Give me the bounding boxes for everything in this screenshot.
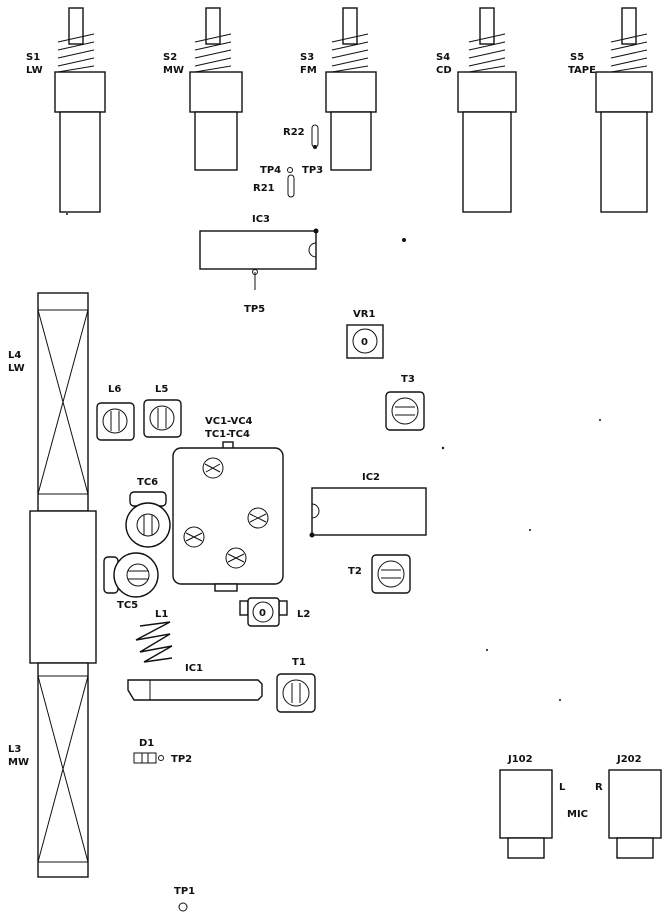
ic-ic2: IC2	[309, 472, 427, 538]
switch-s4: S4 CD	[436, 7, 517, 213]
vr1-mark: 0	[361, 337, 368, 348]
r21-label: R21	[253, 183, 275, 194]
coil-l1: L1	[135, 609, 173, 663]
t2-label: T2	[348, 566, 362, 577]
switch-s4-id: S4	[436, 52, 450, 63]
l1-label: L1	[155, 609, 168, 620]
vc-label: VC1-VC4	[205, 416, 253, 427]
switch-s5: S5 TAPE	[568, 7, 653, 213]
switch-s1-band: LW	[26, 65, 43, 76]
switch-s5-id: S5	[570, 52, 584, 63]
resistor-r21: R21	[253, 174, 295, 198]
switch-s1-id: S1	[26, 52, 40, 63]
l5-label: L5	[155, 384, 168, 395]
l4-label: L4	[8, 350, 21, 361]
j202-label: J202	[616, 754, 642, 765]
switch-s2-id: S2	[163, 52, 177, 63]
resistor-r22: R22	[283, 124, 319, 149]
switch-s2: S2 MW	[163, 7, 243, 171]
l3-label: L3	[8, 744, 21, 755]
tp3-label: TP3	[302, 165, 323, 176]
switch-s4-band: CD	[436, 65, 452, 76]
transformer-t3: T3	[385, 374, 425, 431]
tp1-label: TP1	[174, 886, 195, 897]
t1-label: T1	[292, 657, 306, 668]
coil-l2: 0 L2	[239, 597, 310, 627]
tp4-label: TP4	[260, 165, 281, 176]
l6-label: L6	[108, 384, 121, 395]
tuning-capacitor-vc1-vc4: VC1-VC4 TC1-TC4	[172, 416, 284, 592]
ferrite-antenna-l4-l3: L4 LW L3 MW	[8, 292, 97, 878]
ic-ic1: IC1	[127, 663, 263, 701]
l2-mark: 0	[259, 608, 266, 619]
switch-s2-band: MW	[163, 65, 184, 76]
vr1-label: VR1	[353, 309, 375, 320]
test-point-tp1: TP1	[174, 886, 195, 912]
ic-ic3: IC3	[199, 214, 319, 270]
diode-d1: D1 TP2	[133, 738, 192, 765]
jack-r-label: R	[595, 782, 603, 793]
trimmer-cap-tc5: TC5	[103, 552, 159, 611]
j102-label: J102	[507, 754, 533, 765]
jack-j202: J202	[608, 754, 662, 859]
ic3-label: IC3	[252, 214, 270, 225]
l3-sub-label: MW	[8, 757, 29, 768]
test-point-tp4: TP4	[260, 165, 293, 176]
ic2-label: IC2	[362, 472, 380, 483]
switch-s3-band: FM	[300, 65, 317, 76]
switch-s1: S1 LW	[26, 7, 106, 213]
jack-j102: J102	[499, 754, 553, 859]
switch-s3-id: S3	[300, 52, 314, 63]
tp2-label: TP2	[171, 754, 192, 765]
tc5-label: TC5	[117, 600, 138, 611]
transformer-t2: T2	[348, 554, 411, 594]
l4-sub-label: LW	[8, 363, 25, 374]
transformer-t1: T1	[276, 657, 316, 713]
trimmer-cap-tc6: TC6	[125, 477, 171, 548]
d1-label: D1	[139, 738, 154, 749]
ic1-label: IC1	[185, 663, 203, 674]
l2-label: L2	[297, 609, 310, 620]
tp5-label: TP5	[244, 304, 265, 315]
coil-l5: L5	[143, 384, 182, 438]
coil-l6: L6	[96, 384, 135, 441]
r22-label: R22	[283, 127, 305, 138]
switch-s3: S3 FM	[300, 7, 377, 171]
scan-specks	[66, 213, 601, 701]
t3-label: T3	[401, 374, 415, 385]
jack-l-label: L	[559, 782, 566, 793]
tc6-label: TC6	[137, 477, 158, 488]
switch-s5-band: TAPE	[568, 65, 596, 76]
tc-label: TC1-TC4	[205, 429, 250, 440]
mic-label: MIC	[567, 809, 588, 820]
trimmer-vr1: 0 VR1	[346, 309, 384, 359]
test-point-tp5: TP5	[244, 269, 265, 315]
